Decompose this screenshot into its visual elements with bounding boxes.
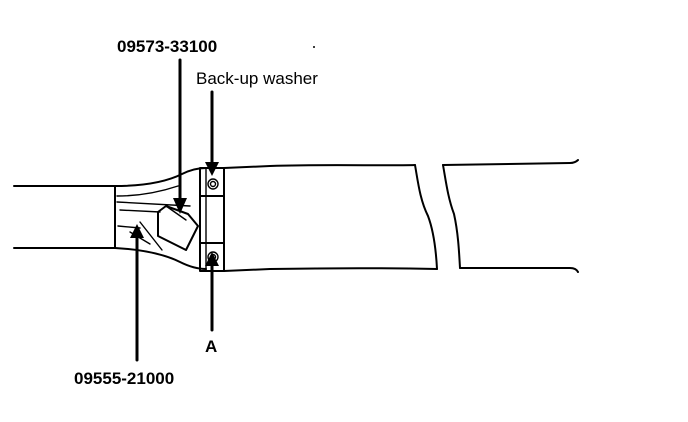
label-back-up-washer: Back-up washer [196,69,318,88]
arrowhead-tool-bottom [130,224,144,238]
arrowhead-washer [205,162,219,176]
label-tool-top: 09573-33100 [117,37,217,56]
leader-lines [130,58,219,362]
tool-body-09555-21000 [114,167,207,270]
label-point-a: A [205,337,217,356]
arrowhead-tool-top [173,198,187,214]
stray-dot [313,46,315,48]
right-tube-segment-1 [223,164,438,272]
tool-piece-09573-33100 [157,205,199,251]
left-shaft [13,185,116,249]
right-tube-segment-2 [442,159,579,273]
label-tool-bottom: 09555-21000 [74,369,174,388]
arrowhead-point-a [205,252,219,266]
